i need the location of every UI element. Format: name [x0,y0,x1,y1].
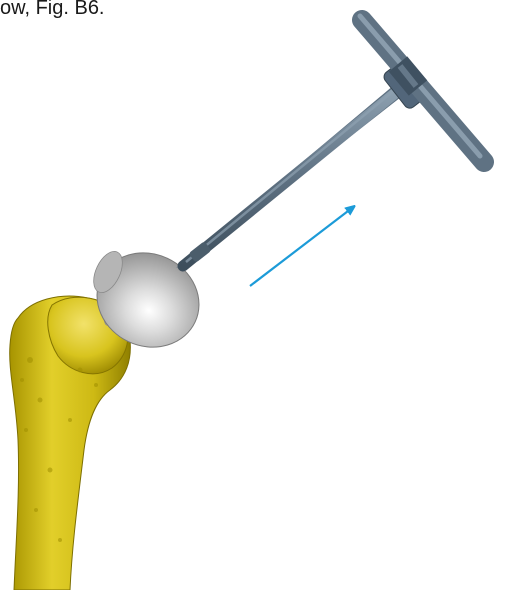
humerus-bone-icon [10,296,131,590]
direction-arrow-icon [250,208,352,286]
t-handle-impactor-icon [176,16,484,268]
